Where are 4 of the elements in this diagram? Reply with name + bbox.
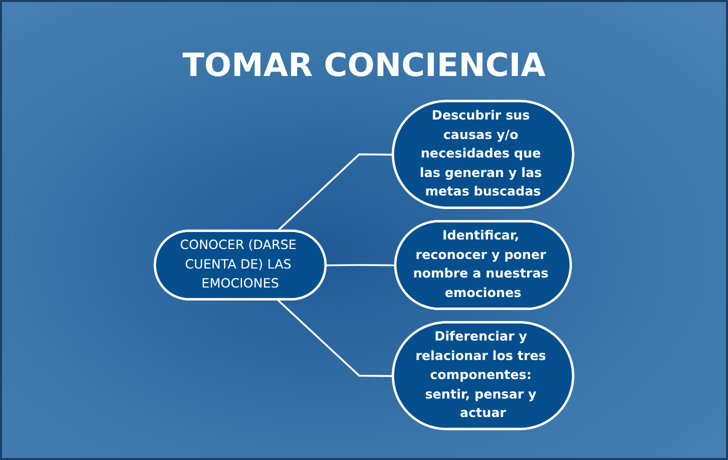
connector [326,264,396,266]
title: TOMAR CONCIENCIA [181,46,547,84]
connector [276,153,394,232]
connector [276,298,394,377]
